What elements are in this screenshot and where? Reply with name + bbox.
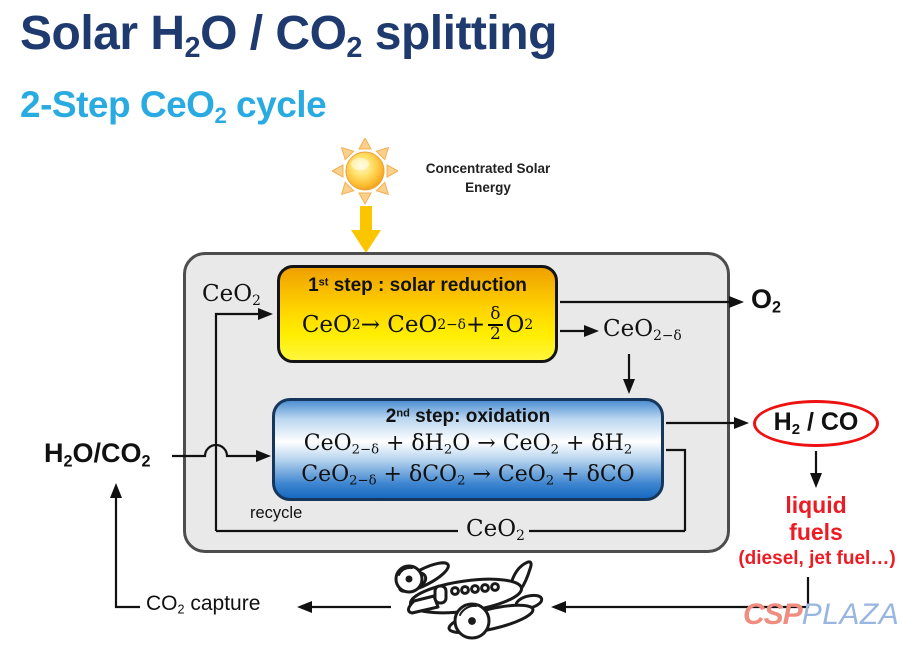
- co2-capture-label: CO2 capture: [146, 592, 261, 617]
- ceo2-recycle-label: CeO2: [462, 516, 529, 544]
- step1-title: 1st step : solar reduction: [308, 275, 527, 296]
- ceo2-delta-label: CeO2−δ: [603, 316, 682, 344]
- step2-title: 2nd step: oxidation: [385, 406, 551, 427]
- recycle-label: recycle: [250, 504, 303, 522]
- sun-icon: [332, 138, 398, 206]
- solar-energy-label: Concentrated Solar Energy: [425, 161, 551, 195]
- h2o-co2-input-label: H2O/CO2: [44, 438, 151, 471]
- solar-input-arrow-icon: [351, 206, 381, 253]
- step2-equation-2: CeO2−δ + δCO2 → CeO2 + δCO: [301, 462, 635, 489]
- ceo2-feed-label: CeO2: [202, 281, 261, 309]
- csp-plaza-logo: CSPPLAZA: [743, 598, 899, 632]
- arrow-capture-to-h2o: [110, 483, 140, 609]
- airplane-icon: [394, 560, 544, 640]
- o2-output-label: O2: [751, 284, 782, 317]
- h2-co-label: H2 / CO: [773, 408, 859, 439]
- diesel-jet-fuel-label: (diesel, jet fuel…): [738, 548, 896, 569]
- h2-co-output-oval: H2 / CO: [753, 400, 879, 447]
- page-subtitle: 2-Step CeO2 cycle: [20, 84, 327, 129]
- liquid-fuels-label: liquid fuels: [785, 492, 847, 545]
- csp-logo-text: CSP: [743, 598, 803, 631]
- step2-box: 2nd step: oxidation CeO2−δ + δH2O → CeO2…: [272, 398, 664, 501]
- step2-equation-1: CeO2−δ + δH2O → CeO2 + δH2: [303, 431, 633, 458]
- page-title: Solar H2O / CO2 splitting: [20, 7, 557, 65]
- plaza-logo-text: PLAZA: [801, 598, 900, 631]
